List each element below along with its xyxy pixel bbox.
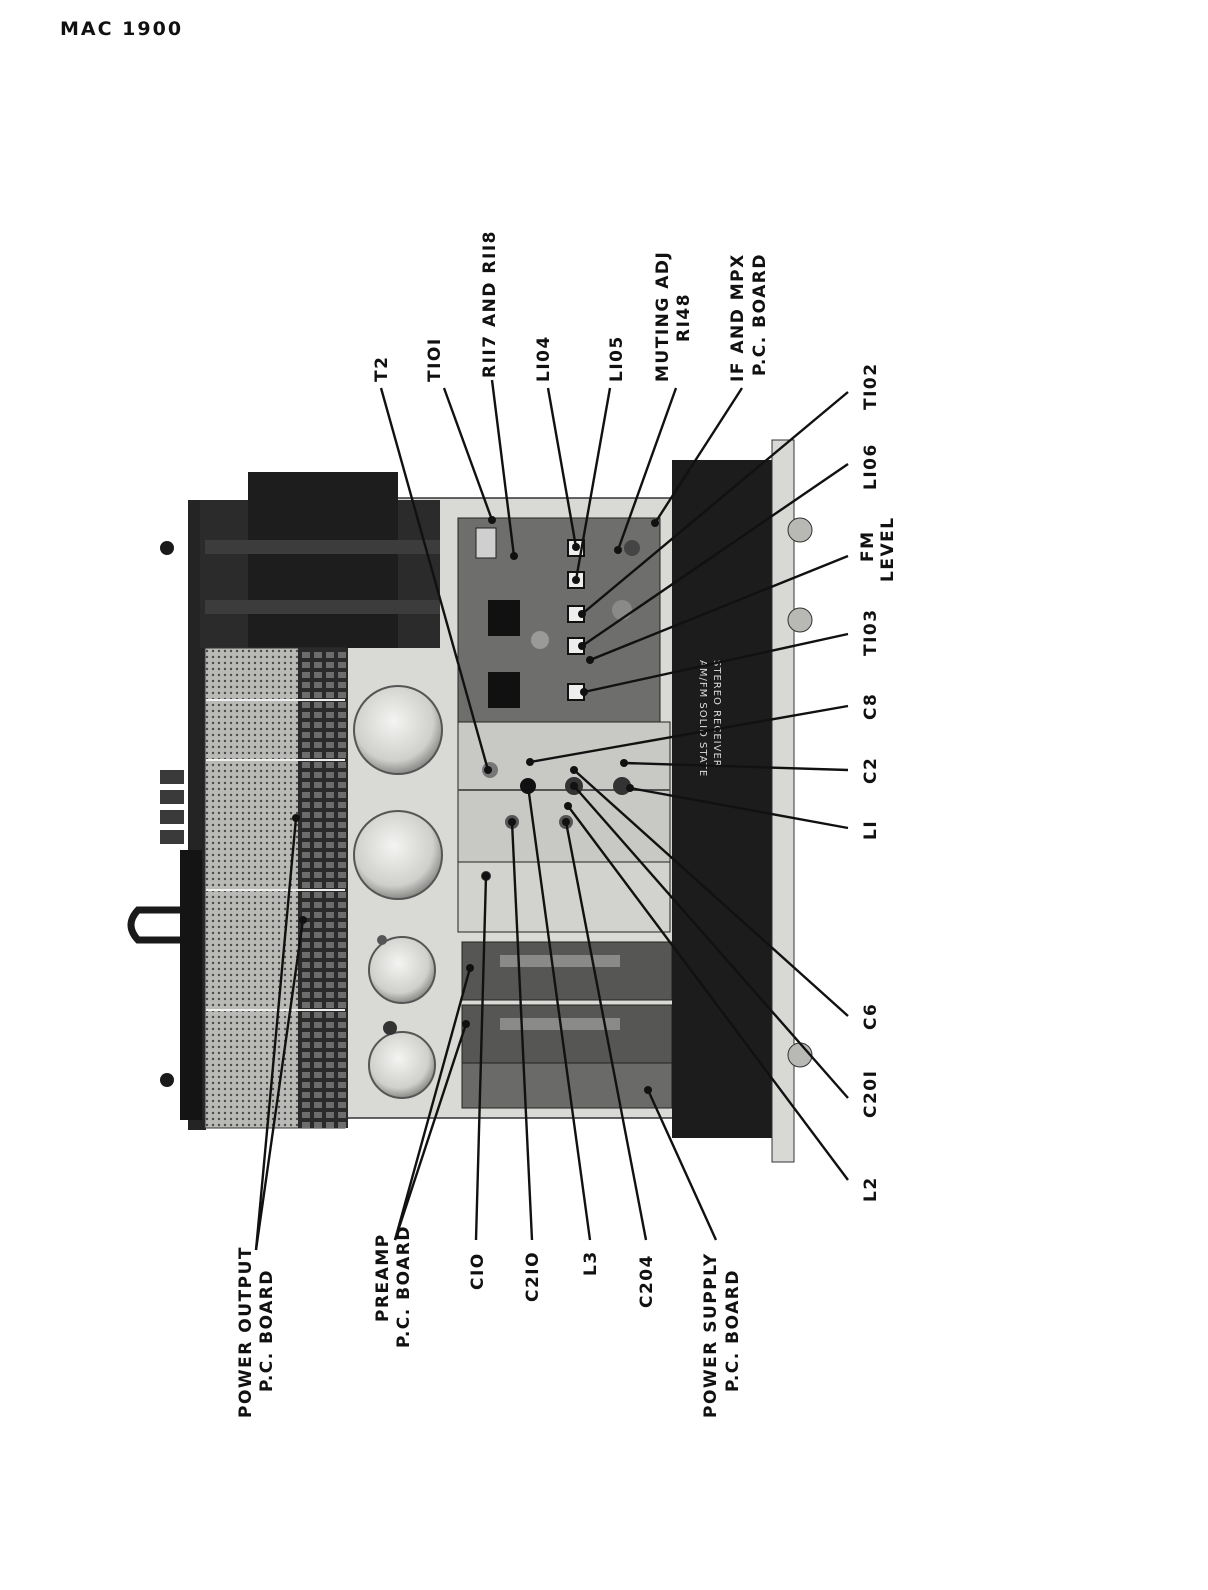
label-power-supply-1: POWER SUPPLY [701,1252,721,1418]
label-l1: LI [861,820,881,840]
label-fm-level-1: FM [858,530,878,562]
label-t103: TI03 [861,608,881,656]
front-panel: AM/FM SOLID STATE STEREO RECEIVER [672,440,812,1162]
label-muting-adj-2: RI48 [674,293,694,342]
label-power-output-2: P.C. BOARD [257,1269,277,1392]
label-c204: C204 [637,1254,657,1308]
label-t2: T2 [372,356,392,382]
label-c8: C8 [861,693,881,720]
label-l2: L2 [861,1176,881,1202]
label-muting-adj-1: MUTING ADJ [653,251,673,382]
label-c10: CIO [468,1252,488,1290]
label-preamp-1: PREAMP [373,1233,393,1322]
label-l106: LI06 [861,443,881,490]
if-mpx-board [458,518,660,722]
label-c2: C2 [861,757,881,784]
label-c6: C6 [861,1003,881,1030]
label-power-output-1: POWER OUTPUT [236,1246,256,1418]
label-preamp-2: P.C. BOARD [394,1225,414,1348]
power-output-heatsink [298,648,348,1128]
label-power-supply-2: P.C. BOARD [723,1269,743,1392]
faceplate-text-2: STEREO RECEIVER [711,660,722,768]
label-c210: C2IO [523,1251,543,1302]
label-t102: TI02 [861,362,881,410]
label-r117-r118: RII7 AND RII8 [480,230,500,378]
label-l104: LI04 [534,335,554,382]
label-l105: LI05 [607,335,627,382]
chassis-photo: AM/FM SOLID STATE STEREO RECEIVER [131,440,812,1162]
faceplate-text-1: AM/FM SOLID STATE [697,660,708,777]
label-l3: L3 [581,1250,601,1276]
label-if-mpx-1: IF AND MPX [728,253,748,382]
label-t101: TIOI [425,337,445,382]
label-fm-level-2: LEVEL [878,516,898,582]
fuse-clip [131,910,180,940]
label-if-mpx-2: P.C. BOARD [750,253,770,376]
label-c201: C20I [861,1070,881,1118]
